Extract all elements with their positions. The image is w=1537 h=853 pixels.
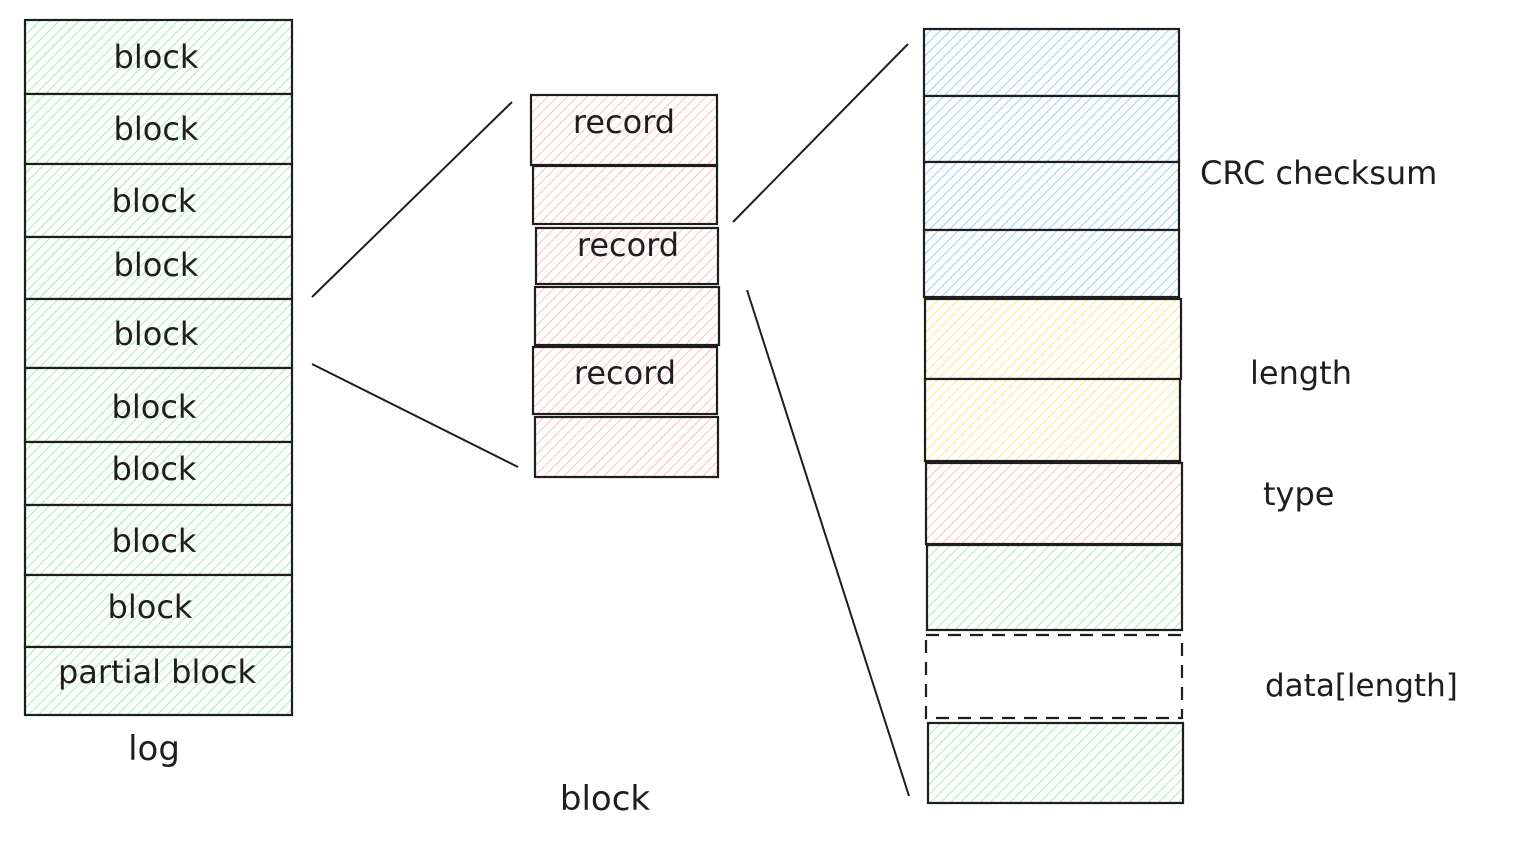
crc-cell	[922, 94, 1181, 164]
log-cell-label: block	[114, 38, 199, 76]
log-cell-label: block	[112, 182, 197, 220]
log-cell	[23, 18, 294, 96]
zoom-line	[746, 289, 910, 797]
crc-cell	[922, 228, 1181, 299]
log-cell-label: block	[112, 388, 197, 426]
log-cell-label: partial block	[58, 653, 257, 691]
record-column: CRC checksum length type data[length]	[922, 27, 1458, 805]
block-cell-label: record	[573, 103, 675, 141]
zoom-line	[311, 363, 519, 468]
log-cell	[23, 366, 294, 444]
block-cell	[533, 415, 720, 479]
length-cell	[923, 377, 1182, 463]
log-cell-label: block	[108, 588, 193, 626]
block-cell	[533, 285, 721, 347]
zoom-line	[732, 43, 909, 223]
type-cell	[924, 461, 1184, 546]
zoom-line	[311, 101, 513, 298]
block-cell	[529, 93, 719, 167]
log-cell	[23, 645, 294, 717]
length-label: length	[1250, 354, 1352, 392]
block-cell-label: record	[577, 226, 679, 264]
block-cell	[531, 345, 719, 416]
log-cell-label: block	[112, 522, 197, 560]
log-cell-label: block	[114, 110, 199, 148]
block-caption: block	[560, 779, 651, 819]
data-cell	[925, 543, 1184, 632]
crc-cell	[922, 27, 1181, 98]
log-cell	[23, 162, 294, 239]
block-cell	[534, 226, 720, 286]
log-cell-label: block	[112, 450, 197, 488]
log-cell	[23, 92, 294, 166]
data-gap-cell	[924, 633, 1184, 720]
log-column: block block block block block block bloc…	[23, 18, 294, 769]
log-caption: log	[128, 729, 180, 769]
crc-cell	[922, 160, 1181, 232]
log-cell-label: block	[114, 315, 199, 353]
data-cell	[926, 721, 1185, 805]
block-column: record record record block	[529, 93, 721, 819]
crc-label: CRC checksum	[1200, 154, 1437, 192]
data-label: data[length]	[1265, 668, 1458, 704]
log-cell-label: block	[114, 246, 199, 284]
log-cell	[23, 235, 294, 301]
block-cell-label: record	[574, 354, 676, 392]
length-cell	[923, 297, 1183, 381]
log-cell	[23, 503, 294, 577]
block-cell	[531, 164, 719, 226]
type-label: type	[1263, 475, 1334, 513]
